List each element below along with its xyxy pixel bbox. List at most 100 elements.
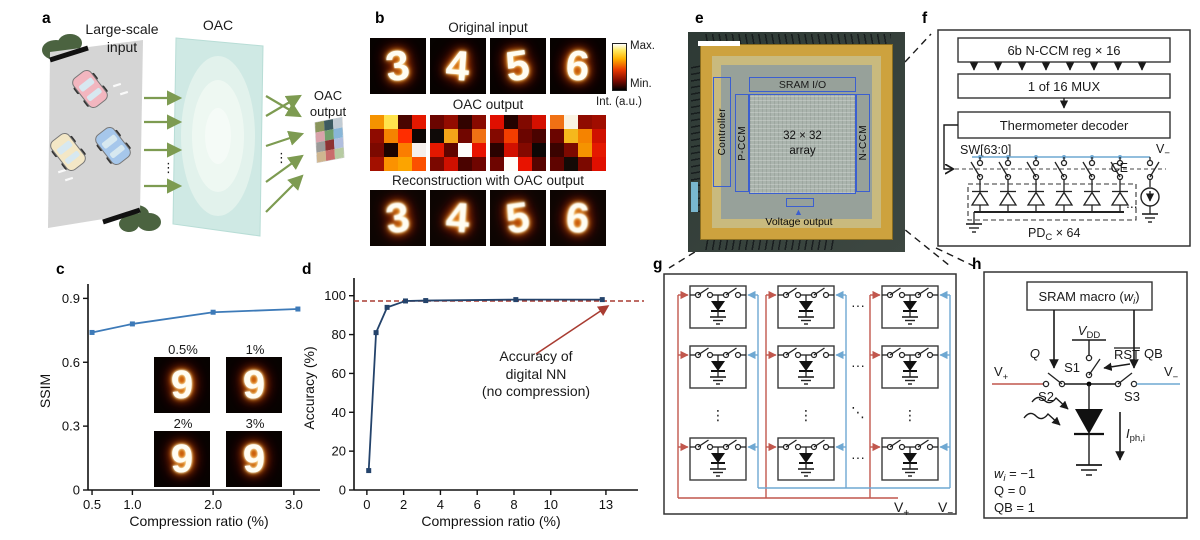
chart-text: 100 [324, 288, 346, 303]
heat-cell [444, 157, 458, 171]
bond-wires-bottom [702, 239, 835, 250]
reg-box [957, 37, 1171, 63]
recon-digit-tile: 6 [550, 190, 606, 246]
chart-text: 10 [544, 497, 558, 512]
dots-col3: ⋮ [903, 407, 917, 423]
heat-cell [430, 129, 444, 143]
inset-block: 1% 9 [226, 342, 284, 413]
panel-letter-a: a [42, 10, 51, 27]
heat-cell [472, 157, 486, 171]
v-plus-sub: + [1003, 372, 1009, 383]
nccm-region: N-CCM [856, 94, 870, 192]
heat-cell [564, 129, 578, 143]
digit-glyph: 6 [564, 41, 592, 90]
v-minus-main: V [1164, 364, 1173, 379]
bond-wires-top [702, 34, 891, 45]
heat-cell [458, 143, 472, 157]
vdd-sub: DD [1086, 330, 1100, 341]
pd-array-dashed-box [967, 183, 1137, 221]
rst-label: RST [1114, 347, 1140, 362]
chart-text: 0 [73, 483, 80, 498]
sram-pre: SRAM macro ( [1038, 289, 1124, 304]
reg-box-label: 6b N-CCM reg × 16 [1007, 43, 1120, 58]
digit-glyph: 9 [170, 436, 194, 481]
sram-post: ) [1135, 289, 1139, 304]
chart-rect [89, 329, 95, 335]
colorbar-gradient [612, 43, 627, 91]
heat-cell [504, 129, 518, 143]
chart-text: 2 [400, 497, 407, 512]
iph-sub: ph,i [1130, 433, 1145, 444]
oac-output-label-line2: output [310, 104, 347, 119]
scale-bar [698, 41, 740, 46]
pd-switch [1026, 155, 1040, 191]
pixel-cell [689, 285, 747, 329]
heat-cell [592, 157, 606, 171]
oac-output-heatmap [430, 115, 486, 171]
heat-cell [550, 115, 564, 129]
digit-glyph: 4 [444, 41, 472, 90]
road-dashes [57, 82, 129, 182]
current-source [1140, 187, 1160, 223]
reconstruction-row: 3 4 5 6 [370, 190, 606, 246]
input-scene-plane [48, 40, 143, 228]
pccm-label: P-CCM [736, 125, 748, 161]
digit-glyph: 6 [564, 193, 592, 242]
chart-text: Compression ratio (%) [129, 513, 268, 529]
photodiode [1110, 190, 1130, 212]
state-weight: wi = −1 [994, 466, 1035, 484]
v-plus-main: V [994, 364, 1003, 379]
ce-label: CE [1111, 161, 1128, 175]
chart-text: 0.3 [62, 419, 80, 434]
inset-label: 1% [245, 342, 265, 357]
heat-cell [504, 143, 518, 157]
dots-col2: ⋮ [799, 407, 813, 423]
s3-label: S3 [1124, 389, 1140, 404]
annotation-arrow [535, 305, 610, 355]
mux-box [957, 73, 1171, 99]
cell-border [983, 271, 1188, 519]
pixel-cell [881, 345, 939, 389]
chart-rect [373, 330, 379, 336]
heat-cell [398, 157, 412, 171]
output-arrows [265, 94, 305, 213]
intensity-colorbar: Max. Min. Int. (a.u.) [596, 40, 682, 120]
inset-label: 3% [245, 416, 265, 431]
heat-cell [564, 115, 578, 129]
input-label-line2: input [107, 39, 137, 55]
v-plus-main: V [894, 499, 904, 515]
chart-rect [295, 306, 301, 312]
pd-main: PD [1028, 226, 1045, 240]
oac-plate [172, 37, 264, 237]
decoder-box-label: Thermometer decoder [1000, 118, 1129, 133]
chip-micrograph: Controller P-CCM SRAM I/O 32 × 32 array … [688, 32, 905, 252]
v-minus-wires [747, 290, 951, 489]
dots-row2: ··· [851, 357, 865, 373]
digit-glyph: 3 [383, 192, 413, 243]
chart-text: 3.0 [285, 497, 303, 512]
panel-a-oac-concept: ⋮ ⋮ Large-scale input OAC OAC output [28, 10, 373, 255]
inset-digit-tile: 9 [154, 431, 210, 487]
heat-cell [578, 143, 592, 157]
mux-box-label: 1 of 16 MUX [1028, 79, 1101, 94]
pd-count-label: PDC × 64 [1028, 226, 1080, 243]
heat-cell [370, 157, 384, 171]
heat-cell [490, 115, 504, 129]
chart-text: 0.6 [62, 355, 80, 370]
colorbar-unit-label: Int. (a.u.) [596, 96, 643, 108]
voltage-output-arrow-icon: ▲ [794, 207, 803, 217]
photodiode [1074, 384, 1104, 476]
panel-letter-c: c [56, 261, 65, 278]
inset-block: 0.5% 9 [154, 342, 212, 413]
heat-cell [550, 157, 564, 171]
nccm-label: N-CCM [857, 125, 869, 161]
heat-cell [518, 115, 532, 129]
pd-switch [1110, 155, 1124, 191]
digit-glyph: 9 [170, 362, 194, 407]
pd-switch [970, 155, 984, 191]
dots-row1: ··· [851, 297, 865, 313]
